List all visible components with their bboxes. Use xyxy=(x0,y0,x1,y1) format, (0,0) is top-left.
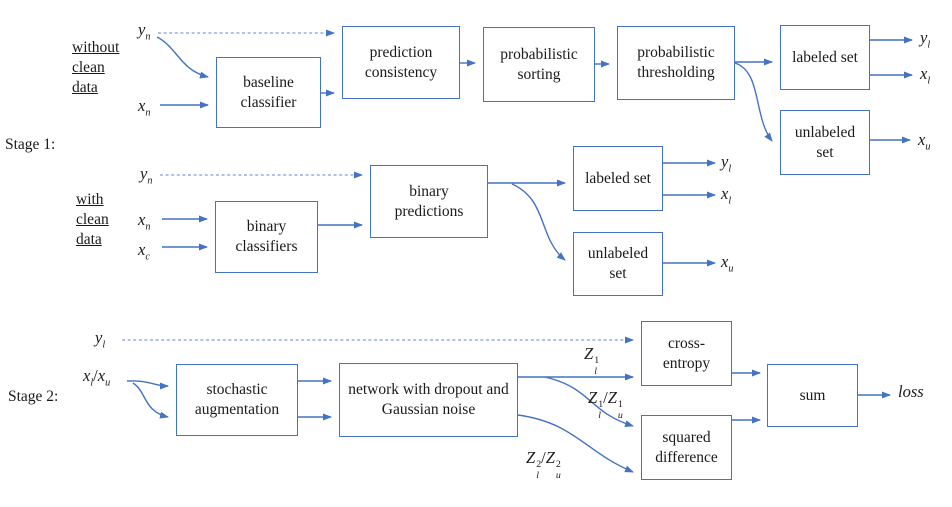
box-unlabeled-set-2: unlabeled set xyxy=(573,232,663,296)
box-prediction-consistency: prediction consistency xyxy=(342,26,460,99)
input-yl-stage2: yl xyxy=(95,328,106,351)
output-xu-2: xu xyxy=(721,252,734,275)
box-baseline-classifier: baseline classifier xyxy=(216,57,321,128)
output-xl-2: xl xyxy=(721,184,732,207)
box-probabilistic-thresholding: probabilistic thresholding xyxy=(617,26,735,100)
box-sum: sum xyxy=(767,364,858,427)
edge-thresholding-to-unlabeled-set xyxy=(734,62,773,142)
output-loss: loss xyxy=(898,382,924,401)
box-cross-entropy: cross-entropy xyxy=(641,321,732,386)
stage1-label: Stage 1: xyxy=(5,136,56,153)
box-squared-difference: squared difference xyxy=(641,415,732,480)
box-labeled-set-2: labeled set xyxy=(573,146,663,211)
group-label-without-clean-data: without clean data xyxy=(72,39,120,97)
input-yn-2: yn xyxy=(140,164,153,187)
output-yl-1: yl xyxy=(920,28,931,51)
edge-xlxu-to-augmentation-top xyxy=(126,380,169,390)
input-xn-1: xn xyxy=(138,96,151,119)
edge-predictions-to-unlabeled-set xyxy=(511,183,566,261)
box-stochastic-augmentation: stochastic augmentation xyxy=(176,364,298,436)
edge-yn-curve-to-baseline-classifier xyxy=(156,36,209,79)
box-probabilistic-sorting: probabilistic sorting xyxy=(483,27,595,102)
box-unlabeled-set-1: unlabeled set xyxy=(780,110,870,175)
box-binary-predictions: binary predictions xyxy=(370,165,488,238)
stage2-label: Stage 2: xyxy=(8,388,59,405)
edge-xlxu-to-augmentation-bottom xyxy=(132,382,169,419)
input-xc: xc xyxy=(138,240,150,263)
group-label-with-clean-data: with clean data xyxy=(76,191,109,249)
box-network-dropout-gaussian: network with dropout and Gaussian noise xyxy=(339,363,518,437)
input-yn-1: yn xyxy=(138,20,151,43)
edge-network-to-squared-difference xyxy=(517,414,634,473)
output-yl-2: yl xyxy=(721,152,732,175)
box-binary-classifiers: binary classifiers xyxy=(215,201,318,273)
output-xu-1: xu xyxy=(918,130,931,153)
edge-network-branch-to-squared-difference xyxy=(544,376,634,427)
input-xl-xu: xl/xu xyxy=(83,366,111,389)
output-xl-1: xl xyxy=(920,64,931,87)
box-labeled-set-1: labeled set xyxy=(780,25,870,90)
input-xn-2: xn xyxy=(138,210,151,233)
